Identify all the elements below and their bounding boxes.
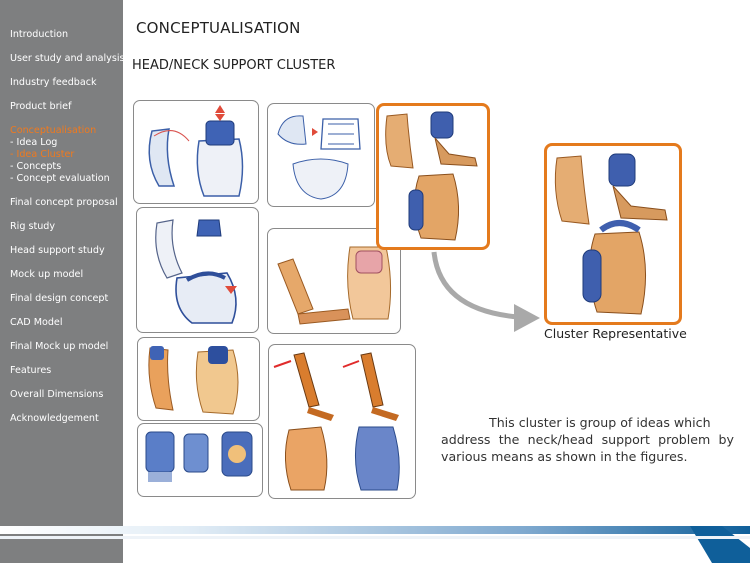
seat-sketch-icon (148, 346, 239, 415)
cluster-description: This cluster is group of ideas which add… (441, 414, 734, 465)
sidebar-nav: Introduction User study and analysis Ind… (10, 29, 125, 437)
description-line: This cluster is group of ideas which (489, 415, 711, 430)
seat-sketch-icon (145, 431, 253, 482)
seat-sketch-icon (554, 153, 668, 315)
page-title: CONCEPTUALISATION (136, 19, 301, 37)
seat-sketch-icon (277, 246, 392, 325)
seat-sketch-icon (155, 219, 237, 324)
section-subtitle: HEAD/NECK SUPPORT CLUSTER (132, 58, 336, 73)
seat-sketch-icon (385, 111, 478, 241)
sidebar-subitem-idea-cluster[interactable]: - Idea Cluster (10, 149, 75, 160)
sidebar-item-features[interactable]: Features (10, 365, 52, 376)
sidebar-item-user-study[interactable]: User study and analysis (10, 53, 125, 64)
sidebar-item-final-design-concept[interactable]: Final design concept (10, 293, 109, 304)
sidebar-item-final-concept-proposal[interactable]: Final concept proposal (10, 197, 118, 208)
sidebar: Introduction User study and analysis Ind… (0, 0, 125, 563)
sidebar-item-industry-feedback[interactable]: Industry feedback (10, 77, 97, 88)
sketch-thumbnail[interactable] (137, 423, 263, 497)
sidebar-item-introduction[interactable]: Introduction (10, 29, 69, 40)
sidebar-item-overall-dimensions[interactable]: Overall Dimensions (10, 389, 104, 400)
curved-arrow-icon (431, 251, 540, 332)
headrest-sketch-icon (277, 115, 361, 200)
sidebar-item-mock-up-model[interactable]: Mock up model (10, 269, 84, 280)
sidebar-item-head-support-study[interactable]: Head support study (10, 245, 105, 256)
sidebar-subitem-concept-evaluation[interactable]: - Concept evaluation (10, 173, 110, 184)
sidebar-subitem-concepts[interactable]: - Concepts (10, 161, 62, 172)
bottom-decorative-band (0, 526, 750, 563)
seat-sketch-icon (148, 105, 244, 197)
cluster-representative-image[interactable] (544, 143, 682, 325)
sketch-thumbnail[interactable] (267, 103, 375, 207)
sketch-thumbnail[interactable] (268, 344, 416, 499)
sketch-thumbnail[interactable] (137, 337, 260, 421)
sketch-thumbnail[interactable] (133, 100, 259, 204)
sidebar-item-final-mock-up-model[interactable]: Final Mock up model (10, 341, 109, 352)
sidebar-item-acknowledgement[interactable]: Acknowledgement (10, 413, 99, 424)
cluster-representative-caption: Cluster Representative (544, 326, 687, 341)
sidebar-item-conceptualisation[interactable]: Conceptualisation (10, 125, 97, 136)
sidebar-item-rig-study[interactable]: Rig study (10, 221, 56, 232)
sidebar-subgroup: - Idea Log - Idea Cluster - Concepts - C… (10, 137, 122, 185)
sketch-thumbnail[interactable] (136, 207, 259, 333)
sidebar-item-product-brief[interactable]: Product brief (10, 101, 72, 112)
sidebar-item-cad-model[interactable]: CAD Model (10, 317, 63, 328)
seat-sketch-icon (273, 352, 400, 491)
selected-sketch-thumbnail[interactable] (376, 103, 490, 250)
sidebar-subitem-idea-log[interactable]: - Idea Log (10, 137, 58, 148)
description-text: address the neck/head support problem by… (441, 432, 734, 464)
